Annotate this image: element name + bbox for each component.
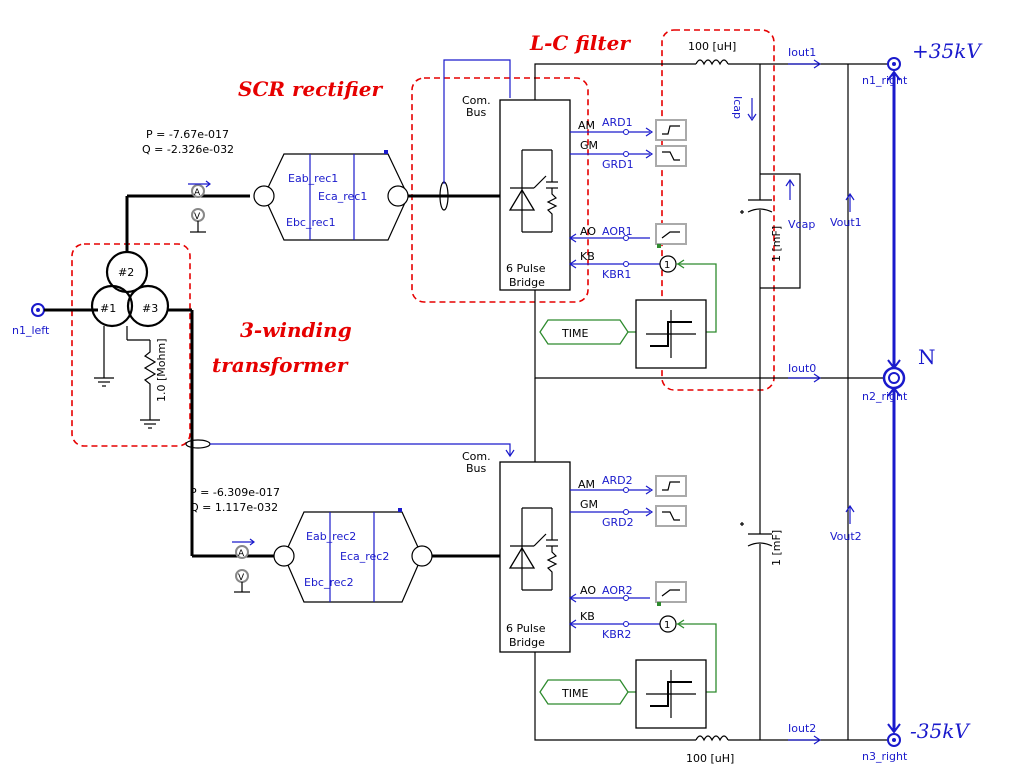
svg-text:A: A xyxy=(238,549,245,559)
scr-rectifier-box xyxy=(411,77,589,303)
node-n1-left[interactable] xyxy=(31,303,45,317)
bridge-1-gm: GM xyxy=(580,139,598,152)
vout2-label: Vout2 xyxy=(830,530,862,543)
com-bus-2-line1: Com. xyxy=(462,450,491,463)
ard2-meter[interactable] xyxy=(655,475,687,497)
ebc-rec1-label: Ebc_rec1 xyxy=(286,216,336,229)
node-n1-right[interactable] xyxy=(887,57,901,71)
voltage-pos-label: +35kV xyxy=(912,39,983,63)
vout1-label: Vout1 xyxy=(830,216,862,229)
time-source-1[interactable] xyxy=(539,319,629,345)
aor1-meter[interactable] xyxy=(655,223,687,245)
kbr2-label: KBR2 xyxy=(602,628,631,641)
grounding-resistor[interactable] xyxy=(143,340,157,420)
winding-3-label: #3 xyxy=(142,302,158,315)
lc-filter-box xyxy=(661,29,775,391)
lc-filter-annotation: L-C filter xyxy=(529,31,631,55)
ebc-rec2-label: Ebc_rec2 xyxy=(304,576,354,589)
eca-rec2-label: Eca_rec2 xyxy=(340,550,389,563)
svg-text:V: V xyxy=(194,212,201,222)
aor1-label: AOR1 xyxy=(602,225,633,238)
svg-text:A: A xyxy=(194,188,201,198)
bridge-1-ao: AO xyxy=(580,225,596,238)
ard2-label: ARD2 xyxy=(602,474,633,487)
com-bus-1-line1: Com. xyxy=(462,94,491,107)
voltage-neutral-label: N xyxy=(918,345,936,369)
capacitor-top-label: 1 [mF] xyxy=(770,226,783,262)
bridge-1-am: AM xyxy=(578,119,595,132)
power-p2: P = -6.309e-017 xyxy=(190,486,280,499)
svg-text:V: V xyxy=(238,573,245,583)
bridge-1-name-line2: Bridge xyxy=(509,276,545,289)
power-p1: P = -7.67e-017 xyxy=(146,128,229,141)
vcap-label: Vcap xyxy=(788,218,815,231)
aor2-meter[interactable] xyxy=(655,581,687,603)
voltage-neg-label: -35kV xyxy=(910,719,971,743)
aor2-label: AOR2 xyxy=(602,584,633,597)
capacitor-bottom-label: 1 [mF] xyxy=(770,530,783,566)
svg-text:1: 1 xyxy=(664,620,670,631)
power-q1: Q = -2.326e-032 xyxy=(142,143,234,156)
bridge-2-name-line1: 6 Pulse xyxy=(506,622,546,635)
eab-rec2-label: Eab_rec2 xyxy=(306,530,356,543)
icap-label: Icap xyxy=(731,96,744,119)
kbr1-label: KBR1 xyxy=(602,268,631,281)
bridge-2-gm: GM xyxy=(580,498,598,511)
ammeter-voltmeter-2[interactable]: A V xyxy=(234,545,250,593)
node-n2-right[interactable] xyxy=(882,366,906,390)
node-n2-right-label: n2_right xyxy=(862,390,908,403)
ard1-meter[interactable] xyxy=(655,119,687,141)
transformer-box xyxy=(71,243,191,447)
node-n1-right-label: n1_right xyxy=(862,74,908,87)
time-source-2[interactable] xyxy=(539,679,629,705)
node-n1-left-label: n1_left xyxy=(12,324,50,337)
inductor-top-label: 100 [uH] xyxy=(688,40,736,53)
bridge-1-kb: KB xyxy=(580,250,595,263)
ammeter-voltmeter-1[interactable]: A V xyxy=(190,184,206,233)
eab-rec1-label: Eab_rec1 xyxy=(288,172,338,185)
svg-text:1: 1 xyxy=(664,260,670,271)
bridge-2-am: AM xyxy=(578,478,595,491)
bridge-2-ao: AO xyxy=(580,584,596,597)
winding-2-label: #2 xyxy=(118,266,134,279)
ard1-label: ARD1 xyxy=(602,116,633,129)
com-bus-2-line2: Bus xyxy=(466,462,487,475)
inductor-bottom[interactable] xyxy=(695,735,729,742)
transformer-annotation-line2: transformer xyxy=(212,353,349,377)
iout0-label: Iout0 xyxy=(788,362,816,375)
grd2-label: GRD2 xyxy=(602,516,634,529)
grd2-meter[interactable] xyxy=(655,505,687,527)
inductor-top[interactable] xyxy=(695,59,729,66)
grd1-label: GRD1 xyxy=(602,158,634,171)
node-n3-right-label: n3_right xyxy=(862,750,908,763)
transformer-annotation-line1: 3-winding xyxy=(240,318,352,342)
bridge-2-kb: KB xyxy=(580,610,595,623)
scr-rectifier-annotation: SCR rectifier xyxy=(238,77,383,101)
bridge-2-name-line2: Bridge xyxy=(509,636,545,649)
grounding-resistor-label: 1.0 [Mohm] xyxy=(155,339,168,402)
winding-1-label: #1 xyxy=(100,302,116,315)
time-1-label: TIME xyxy=(561,327,588,340)
iout2-label: Iout2 xyxy=(788,722,816,735)
com-bus-1-line2: Bus xyxy=(466,106,487,119)
eca-rec1-label: Eca_rec1 xyxy=(318,190,367,203)
time-2-label: TIME xyxy=(561,687,588,700)
inductor-bottom-label: 100 [uH] xyxy=(686,752,734,765)
iout1-label: Iout1 xyxy=(788,46,816,59)
bridge-1-name-line1: 6 Pulse xyxy=(506,262,546,275)
grd1-meter[interactable] xyxy=(655,145,687,167)
power-q2: Q = 1.117e-032 xyxy=(190,501,278,514)
node-n3-right[interactable] xyxy=(887,733,901,747)
